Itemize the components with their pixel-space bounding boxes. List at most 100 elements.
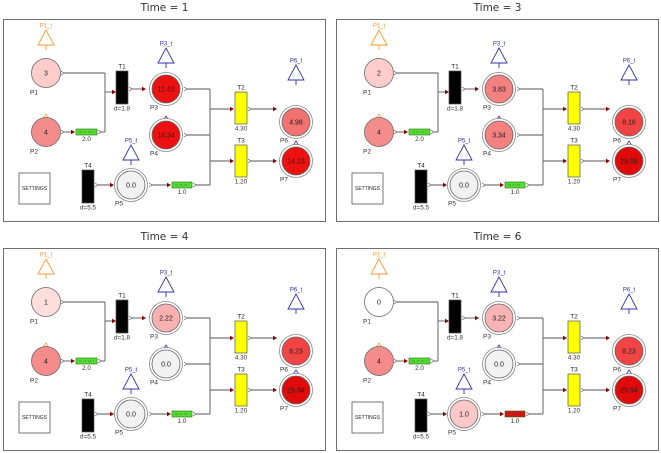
delay-d2[interactable]: 1.0 xyxy=(171,410,193,425)
arc-arrowhead xyxy=(445,318,449,324)
p6-tag[interactable]: P6_t xyxy=(620,59,638,85)
triangle-icon xyxy=(122,144,140,161)
place-p5[interactable]: 0.0 P5 xyxy=(114,168,148,208)
transition-t1[interactable]: T1 d=1.8 xyxy=(114,293,130,342)
place-p2[interactable]: 4 P2 xyxy=(30,117,61,156)
settings-button[interactable]: SETTINGS xyxy=(351,172,384,205)
transition-t1[interactable]: T1 d=1.8 xyxy=(114,64,130,113)
transition-t4[interactable]: T4 d=5.5 xyxy=(413,163,429,212)
place-p2[interactable]: 4 P2 xyxy=(363,346,394,385)
p1-tag[interactable]: P1_t xyxy=(370,253,388,279)
delay-d1[interactable]: 2.0 xyxy=(408,357,431,372)
place-value: 0.0 xyxy=(494,361,504,368)
output-port xyxy=(183,315,188,321)
place-label: P4 xyxy=(150,151,158,158)
place-p4[interactable]: 0.0 P4 xyxy=(149,347,183,387)
output-port xyxy=(60,129,65,135)
p3-tag[interactable]: P3_t xyxy=(490,271,508,297)
place-value: 2.22 xyxy=(159,315,173,322)
transition-t2[interactable]: T2 4.30 xyxy=(567,314,581,362)
output-port xyxy=(580,387,585,393)
place-p7[interactable]: 29.94 P7 xyxy=(612,373,646,413)
delay-value: 2.0 xyxy=(415,136,424,143)
transition-t3[interactable]: T3 1.20 xyxy=(234,367,248,415)
place-p5[interactable]: 0.0 P5 xyxy=(114,397,148,437)
place-p6[interactable]: 4.98 P6 xyxy=(279,105,313,145)
place-p3[interactable]: 3.83 P3 xyxy=(482,72,516,112)
p1-tag[interactable]: P1_t xyxy=(370,24,388,50)
place-p2[interactable]: 4 P2 xyxy=(30,346,61,385)
place-circle xyxy=(364,287,394,317)
transition-t4[interactable]: T4 d=5.5 xyxy=(80,163,96,212)
transition-t3[interactable]: T3 1.20 xyxy=(567,367,581,415)
p5-tag[interactable]: P5_t xyxy=(455,139,473,165)
place-p6[interactable]: 8.23 P6 xyxy=(279,334,313,374)
p5-tag[interactable]: P5_t xyxy=(122,368,140,394)
triangle-icon xyxy=(370,258,388,275)
transition-t1[interactable]: T1 d=1.8 xyxy=(447,64,463,113)
delay-d2[interactable]: 1.0 xyxy=(504,181,526,196)
place-p5[interactable]: 1.0 P5 xyxy=(447,397,481,437)
transition-t4[interactable]: T4 d=5.5 xyxy=(413,392,429,441)
transition-t4[interactable]: T4 d=5.5 xyxy=(80,392,96,441)
p6-tag[interactable]: P6_t xyxy=(287,288,305,314)
place-p4[interactable]: 3.34 P4 xyxy=(482,118,516,158)
panel-title: Time = 3 xyxy=(473,2,522,14)
p3-tag[interactable]: P3_t xyxy=(490,42,508,68)
settings-button[interactable]: SETTINGS xyxy=(351,401,384,434)
place-circle xyxy=(31,117,61,147)
place-p6[interactable]: 8.23 P6 xyxy=(612,334,646,374)
place-p4[interactable]: 14.34 P4 xyxy=(149,118,183,158)
output-port xyxy=(247,335,252,341)
place-p7[interactable]: 14.23 P7 xyxy=(279,144,313,184)
transition-t1[interactable]: T1 d=1.8 xyxy=(447,293,463,342)
transition-t2[interactable]: T2 4.30 xyxy=(234,314,248,362)
place-label: P5 xyxy=(448,201,456,208)
place-p5[interactable]: 0.0 P5 xyxy=(447,168,481,208)
output-port xyxy=(427,411,432,417)
place-p2[interactable]: 4 P2 xyxy=(363,117,394,156)
place-p1[interactable]: 0 P1 xyxy=(363,287,394,326)
transition-t2[interactable]: T2 4.30 xyxy=(567,85,581,133)
transition-box xyxy=(234,91,248,125)
settings-box xyxy=(18,172,51,205)
place-label: P6 xyxy=(280,367,288,374)
place-p4[interactable]: 0.0 P4 xyxy=(482,347,516,387)
delay-d2[interactable]: 1.0 xyxy=(504,410,526,425)
settings-button[interactable]: SETTINGS xyxy=(18,172,51,205)
place-value: 14.23 xyxy=(287,158,305,165)
place-p3[interactable]: 11.43 P3 xyxy=(149,72,183,112)
p6-tag[interactable]: P6_t xyxy=(287,59,305,85)
arc-arrowhead xyxy=(563,387,567,393)
transition-t3[interactable]: T3 1.20 xyxy=(234,138,248,186)
output-port xyxy=(430,358,435,364)
transition-label: T4 xyxy=(417,163,425,170)
place-p7[interactable]: 29.94 P7 xyxy=(279,373,313,413)
output-port xyxy=(516,86,521,92)
settings-button[interactable]: SETTINGS xyxy=(18,401,51,434)
transition-t2[interactable]: T2 4.30 xyxy=(234,85,248,133)
place-p3[interactable]: 2.22 P3 xyxy=(149,301,183,341)
p5-tag[interactable]: P5_t xyxy=(122,139,140,165)
triangle-icon xyxy=(370,29,388,46)
p1-tag[interactable]: P1_t xyxy=(37,24,55,50)
p1-tag[interactable]: P1_t xyxy=(37,253,55,279)
p3-tag[interactable]: P3_t xyxy=(157,271,175,297)
delay-d1[interactable]: 2.0 xyxy=(75,357,98,372)
place-p6[interactable]: 8.16 P6 xyxy=(612,105,646,145)
p3-tag[interactable]: P3_t xyxy=(157,42,175,68)
place-p7[interactable]: 29.08 P7 xyxy=(612,144,646,184)
delay-d1[interactable]: 2.0 xyxy=(408,128,431,143)
place-p1[interactable]: 2 P1 xyxy=(363,58,394,97)
transition-t3[interactable]: T3 1.20 xyxy=(567,138,581,186)
delay-d2[interactable]: 1.0 xyxy=(171,181,193,196)
place-p1[interactable]: 1 P1 xyxy=(30,287,61,326)
p6-tag[interactable]: P6_t xyxy=(620,288,638,314)
delay-d1[interactable]: 2.0 xyxy=(75,128,98,143)
transition-label: T3 xyxy=(570,367,578,374)
place-p3[interactable]: 3.22 P3 xyxy=(482,301,516,341)
place-circle xyxy=(614,146,644,176)
place-circle xyxy=(614,107,644,137)
p5-tag[interactable]: P5_t xyxy=(455,368,473,394)
place-p1[interactable]: 3 P1 xyxy=(30,58,61,97)
